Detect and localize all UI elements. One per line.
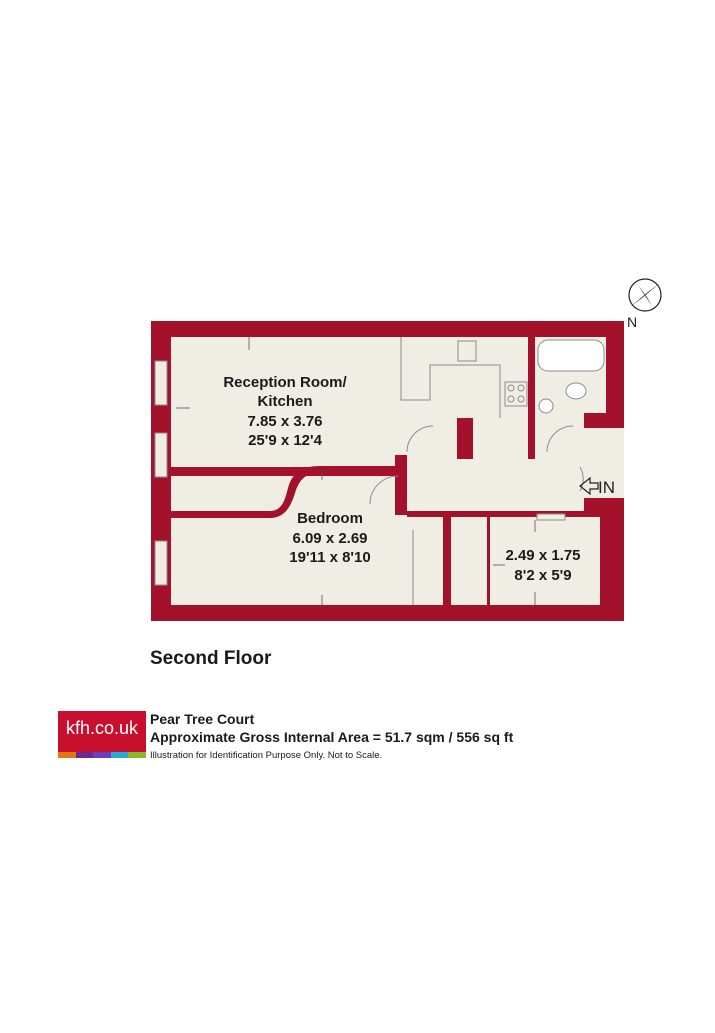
window-2 bbox=[154, 432, 168, 478]
brand-stripe-4 bbox=[110, 752, 129, 758]
compass-needle-cross bbox=[638, 285, 652, 306]
windows bbox=[154, 360, 566, 586]
reception-label-imperial: 25'9 x 12'4 bbox=[248, 432, 323, 449]
floor-title: Second Floor bbox=[150, 648, 272, 669]
property-name: Pear Tree Court bbox=[150, 711, 255, 727]
small-room-label-imperial: 8'2 x 5'9 bbox=[514, 567, 571, 584]
doors bbox=[369, 425, 584, 605]
bathroom-fittings bbox=[537, 339, 605, 414]
bath bbox=[537, 339, 605, 372]
compass: N bbox=[627, 278, 662, 330]
window-4 bbox=[536, 513, 566, 521]
window-1 bbox=[154, 360, 168, 406]
entrance-label: IN bbox=[598, 478, 615, 497]
area-text: Approximate Gross Internal Area = 51.7 s… bbox=[150, 729, 514, 745]
brand-stripe-1 bbox=[58, 752, 76, 758]
brand-stripe-5 bbox=[128, 752, 146, 758]
cupboard-floor bbox=[451, 517, 487, 605]
internal-walls bbox=[171, 337, 624, 621]
reception-floor bbox=[171, 337, 528, 467]
reception-label-name: Reception Room/ bbox=[223, 374, 347, 391]
room-labels: Reception Room/ Kitchen 7.85 x 3.76 25'9… bbox=[223, 374, 580, 584]
brand-logo: kfh.co.uk bbox=[58, 711, 146, 758]
sink bbox=[457, 340, 477, 362]
entrance-floor bbox=[580, 428, 624, 498]
brand-name: kfh.co.uk bbox=[65, 718, 139, 738]
small-room-label-metric: 2.49 x 1.75 bbox=[505, 547, 580, 564]
disclaimer: Illustration for Identification Purpose … bbox=[150, 750, 383, 761]
entrance-marker: IN bbox=[579, 476, 615, 497]
small-room-floor bbox=[490, 517, 600, 605]
reception-label-sub: Kitchen bbox=[257, 393, 312, 410]
brand-stripes bbox=[58, 752, 146, 758]
bedroom-label-name: Bedroom bbox=[297, 510, 363, 527]
dimension-arrows bbox=[176, 337, 536, 605]
toilet bbox=[565, 382, 587, 400]
entrance-arrow-icon bbox=[579, 476, 599, 496]
brand-stripe-2 bbox=[75, 752, 94, 758]
basin bbox=[538, 398, 554, 414]
reception-label-metric: 7.85 x 3.76 bbox=[247, 413, 322, 430]
bedroom-label-metric: 6.09 x 2.69 bbox=[292, 530, 367, 547]
hob bbox=[504, 381, 528, 407]
kitchen-fittings bbox=[400, 337, 528, 418]
window-3 bbox=[154, 540, 168, 586]
compass-north-label: N bbox=[627, 314, 637, 330]
brand-stripe-3 bbox=[93, 752, 111, 758]
bedroom-label-imperial: 19'11 x 8'10 bbox=[289, 549, 370, 566]
